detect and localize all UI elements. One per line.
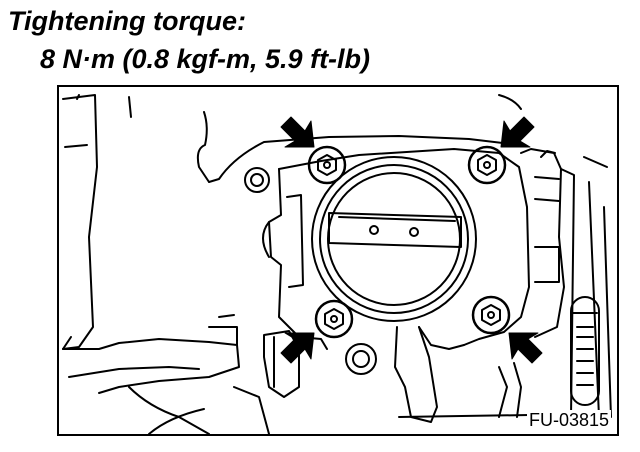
throttle-body-housing bbox=[262, 148, 530, 423]
mounting-bolt-bottom-left bbox=[314, 299, 354, 339]
throttle-position-sensor bbox=[520, 148, 612, 418]
housing-top-outline bbox=[196, 94, 522, 183]
torque-value: 8 N·m (0.8 kgf-m, 5.9 ft-lb) bbox=[40, 44, 371, 74]
throttle-body-figure: FU-03815 bbox=[57, 85, 619, 436]
bottom-rail bbox=[398, 362, 530, 418]
mounting-bolt-top-right bbox=[467, 145, 507, 185]
linkage-bottom-left bbox=[62, 314, 300, 434]
arrow-top-left bbox=[280, 116, 315, 148]
engine-bracket-left bbox=[62, 94, 132, 350]
mounting-bolt-bottom-right bbox=[471, 295, 511, 335]
arrow-top-right bbox=[500, 116, 535, 148]
arrow-bottom-right bbox=[508, 332, 543, 364]
mounting-bolt-top-left bbox=[307, 145, 347, 185]
side-bolt-top bbox=[244, 167, 270, 193]
throttle-bore bbox=[311, 156, 477, 322]
hose-right bbox=[570, 296, 600, 406]
throttle-body-drawing bbox=[62, 94, 612, 434]
arrow-bottom-left bbox=[280, 332, 315, 364]
torque-label: Tightening torque: bbox=[8, 6, 246, 36]
figure-code: FU-03815 bbox=[526, 410, 611, 430]
side-bolt-bottom bbox=[345, 343, 377, 375]
